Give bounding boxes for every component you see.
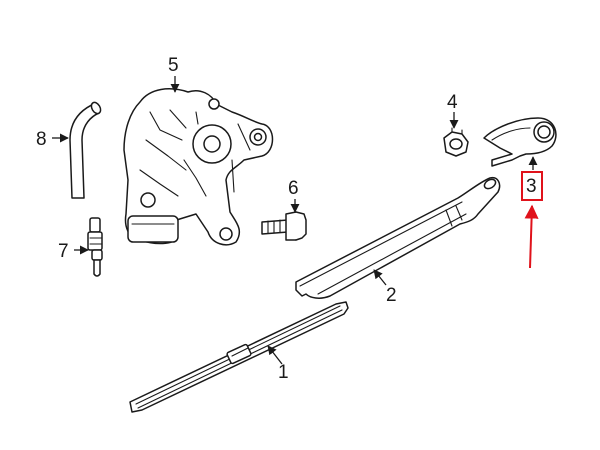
highlight-arrow — [524, 204, 539, 269]
callout-4: 4 — [447, 92, 458, 113]
callout-labels: 8 7 5 6 4 3 2 1 — [36, 55, 537, 383]
callout-5: 5 — [168, 55, 179, 76]
leader-2 — [373, 269, 387, 286]
leader-1 — [267, 345, 283, 365]
callout-6: 6 — [288, 178, 299, 199]
wiper-blade-part — [129, 301, 349, 413]
highlight-callout-3 — [521, 171, 543, 269]
callout-7: 7 — [58, 241, 69, 262]
callout-1: 1 — [278, 362, 289, 383]
bolt-part — [261, 211, 307, 241]
callout-8: 8 — [36, 129, 47, 150]
callout-3: 3 — [526, 176, 537, 197]
connector-part — [87, 217, 103, 277]
hose-part — [69, 101, 102, 199]
leader-lines — [52, 76, 538, 365]
nut-part — [443, 127, 469, 157]
highlight-box — [521, 171, 543, 201]
wiper-arm-part — [295, 176, 501, 299]
callout-2: 2 — [386, 285, 397, 306]
wiper-motor-part — [123, 88, 274, 246]
cap-part — [483, 117, 557, 167]
